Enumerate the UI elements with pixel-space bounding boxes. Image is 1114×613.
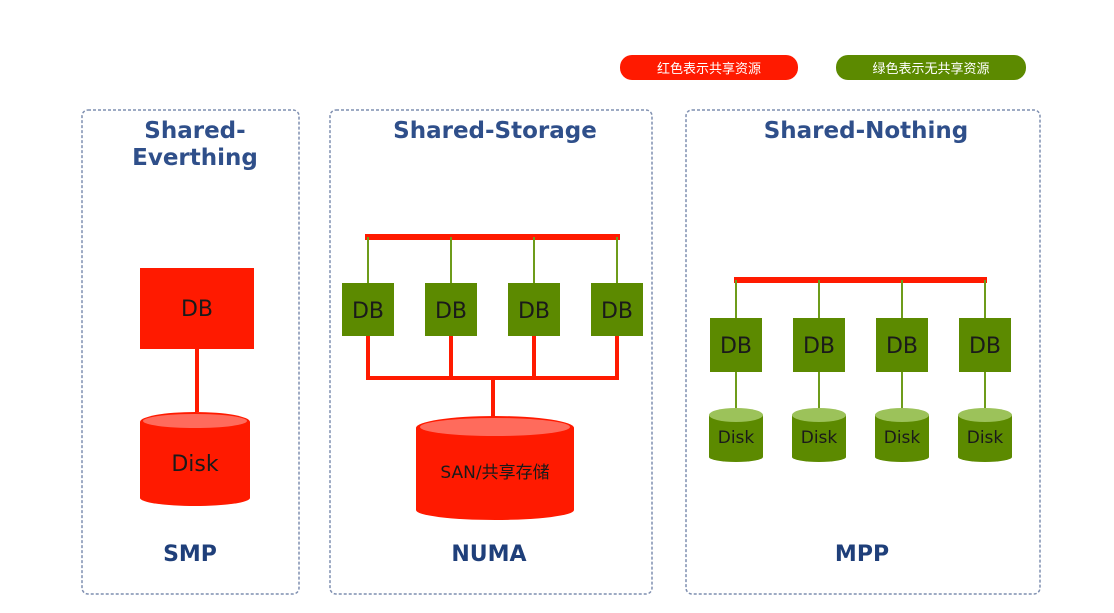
- svg-text:DB: DB: [601, 299, 633, 324]
- legend-red-pill: [620, 55, 798, 80]
- svg-text:DB: DB: [720, 334, 752, 359]
- numa-db-2: DB: [425, 283, 477, 336]
- numa-db-1: DB: [342, 283, 394, 336]
- smp-title-line1: Shared-: [144, 118, 245, 144]
- numa-drops: [367, 237, 618, 283]
- mpp-footer: MPP: [835, 542, 889, 567]
- smp-title-line2: Everthing: [132, 145, 258, 171]
- legend-green-pill: [836, 55, 1026, 80]
- svg-text:DB: DB: [969, 334, 1001, 359]
- numa-footer: NUMA: [451, 542, 526, 567]
- mpp-disk-3: Disk: [875, 408, 929, 462]
- numa-db-3: DB: [508, 283, 560, 336]
- mpp-title: Shared-Nothing: [764, 118, 969, 144]
- mpp-db-3: DB: [876, 318, 928, 372]
- mpp-db-1: DB: [710, 318, 762, 372]
- legend-green-label: 绿色表示无共享资源: [872, 61, 989, 77]
- numa-lower-lines: [366, 336, 619, 418]
- mpp-drops: [735, 280, 986, 408]
- numa-db-4: DB: [591, 283, 643, 336]
- smp-disk: [140, 412, 250, 506]
- svg-text:Disk: Disk: [884, 428, 921, 448]
- numa-panel: [329, 109, 653, 595]
- mpp-disk-1: Disk: [709, 408, 763, 462]
- mpp-db-2: DB: [793, 318, 845, 372]
- mpp-panel: [685, 109, 1041, 595]
- numa-title: Shared-Storage: [393, 118, 597, 144]
- smp-disk-label: Disk: [171, 452, 219, 477]
- smp-db-label: DB: [181, 297, 213, 322]
- svg-text:DB: DB: [435, 299, 467, 324]
- numa-storage-label: SAN/共享存储: [440, 463, 549, 483]
- svg-text:DB: DB: [886, 334, 918, 359]
- svg-text:DB: DB: [803, 334, 835, 359]
- svg-text:Disk: Disk: [801, 428, 838, 448]
- smp-panel: [81, 109, 300, 595]
- svg-text:Disk: Disk: [967, 428, 1004, 448]
- svg-text:DB: DB: [352, 299, 384, 324]
- mpp-disk-4: Disk: [958, 408, 1012, 462]
- svg-text:DB: DB: [518, 299, 550, 324]
- legend-red-label: 红色表示共享资源: [657, 61, 761, 77]
- mpp-disk-2: Disk: [792, 408, 846, 462]
- smp-footer: SMP: [163, 542, 217, 567]
- mpp-db-4: DB: [959, 318, 1011, 372]
- numa-storage: [416, 416, 574, 520]
- smp-db-box: [140, 268, 254, 349]
- svg-text:Disk: Disk: [718, 428, 755, 448]
